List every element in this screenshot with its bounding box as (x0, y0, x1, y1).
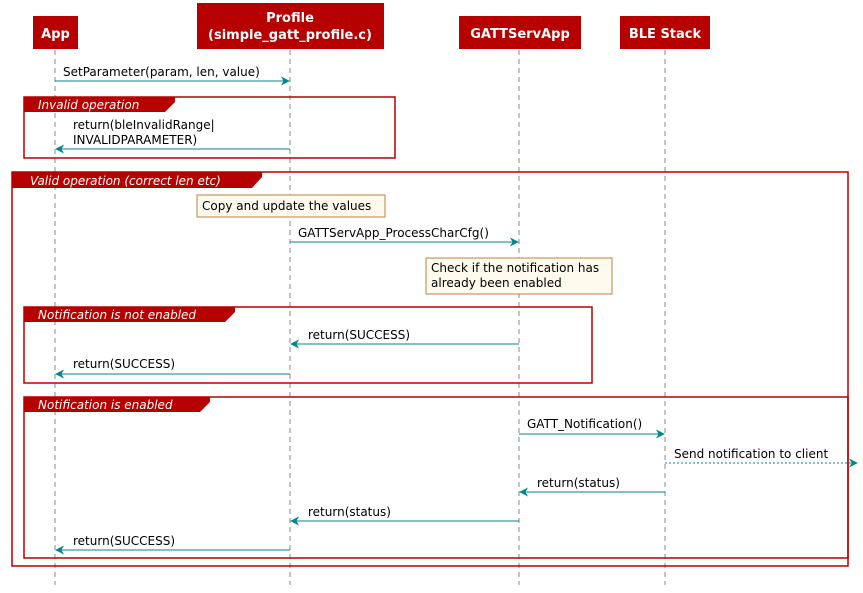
note-copy-update: Copy and update the values (196, 194, 386, 218)
message-return-success-app-final-label: return(SUCCESS) (73, 534, 175, 548)
note-check-notification-line1: Check if the notification has (431, 261, 599, 275)
message-return-status-gatt: return(status) (519, 476, 665, 497)
message-return-status-gatt-label: return(status) (537, 476, 620, 490)
participant-ble-stack: BLE Stack (620, 16, 710, 49)
group-notification-not-enabled-label: Notification is not enabled (38, 308, 196, 322)
message-process-char-cfg-label: GATTServApp_ProcessCharCfg() (298, 226, 489, 240)
note-copy-update-text: Copy and update the values (202, 199, 371, 213)
message-return-invalid: return(bleInvalidRange| INVALIDPARAMETER… (55, 118, 290, 154)
note-check-notification-line2: already been enabled (431, 276, 562, 290)
message-gatt-notification: GATT_Notification() (519, 417, 665, 439)
participant-app: App (33, 16, 78, 49)
group-valid-operation-label: Valid operation (correct len etc) (30, 174, 221, 188)
message-gatt-notification-label: GATT_Notification() (527, 417, 642, 431)
message-return-success-profile: return(SUCCESS) (290, 328, 519, 349)
participant-gattservapp: GATTServApp (459, 16, 581, 49)
message-return-success-app-final: return(SUCCESS) (55, 534, 290, 555)
participant-profile-file: (simple_gatt_profile.c) (208, 28, 372, 43)
lifelines (54, 50, 666, 585)
message-send-notification-label: Send notification to client (674, 447, 828, 461)
message-process-char-cfg: GATTServApp_ProcessCharCfg() (290, 226, 519, 247)
message-return-status-profile-label: return(status) (308, 505, 391, 519)
message-return-success-app: return(SUCCESS) (55, 357, 290, 379)
message-send-notification: Send notification to client (665, 447, 858, 468)
participant-profile: Profile (simple_gatt_profile.c) (197, 3, 384, 49)
message-return-success-app-label: return(SUCCESS) (73, 357, 175, 371)
group-invalid-operation-label: Invalid operation (38, 98, 139, 112)
participant-gattservapp-label: GATTServApp (470, 27, 570, 42)
group-notification-enabled: Notification is enabled (23, 396, 849, 559)
message-return-invalid-line2: INVALIDPARAMETER) (73, 133, 197, 147)
participant-app-label: App (41, 27, 70, 42)
participant-ble-stack-label: BLE Stack (629, 27, 702, 42)
message-return-status-profile: return(status) (290, 505, 519, 526)
group-valid-operation: Valid operation (correct len etc) (11, 171, 849, 567)
note-check-notification: Check if the notification has already be… (425, 257, 613, 295)
message-set-parameter: SetParameter(param, len, value) (55, 65, 290, 86)
group-notification-not-enabled: Notification is not enabled (23, 306, 593, 384)
group-invalid-operation: Invalid operation (23, 96, 396, 159)
participant-profile-title: Profile (266, 11, 314, 26)
message-return-success-profile-label: return(SUCCESS) (308, 328, 410, 342)
group-notification-enabled-label: Notification is enabled (38, 398, 173, 412)
message-set-parameter-label: SetParameter(param, len, value) (63, 65, 260, 79)
message-return-invalid-line1: return(bleInvalidRange| (73, 118, 215, 132)
